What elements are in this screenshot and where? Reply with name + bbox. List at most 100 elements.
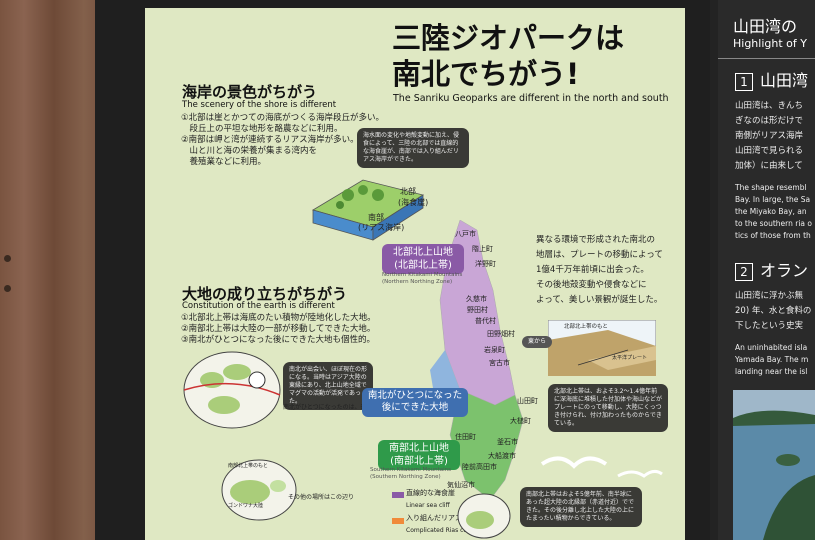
other-location-note: その他の場所はこの辺り	[288, 494, 355, 501]
shore-point: ②南部は岬と湾が連続するリアス海岸が多い。	[181, 135, 359, 145]
town-label: 洋野町	[475, 260, 496, 268]
town-label: 野田村	[467, 306, 488, 314]
north-zone-label: 北部北上山地 (北部北上帯)	[382, 244, 464, 274]
section-text: ぎなのは形だけで	[735, 116, 804, 126]
legend-cliff-swatch	[392, 492, 404, 498]
south-zone-name: 南部北上山地	[389, 443, 449, 454]
section-text-en: An uninhabited isla	[735, 343, 808, 352]
shore-point: 養殖業などに利用。	[181, 157, 267, 167]
south-label-sub: (リアス海岸)	[358, 223, 405, 232]
legend-cliff-en: Linear sea cliff	[406, 502, 450, 509]
globe-illustration	[183, 351, 281, 429]
constitution-point: ①北部北上帯は海底のたい積物が陸地化した大地。	[181, 313, 376, 323]
map-text: よって、美しい景観が誕生した。	[536, 295, 663, 305]
section-text: 20) 年、水と食料の	[735, 306, 812, 316]
section-number: 1	[735, 73, 753, 91]
town-label: 久慈市	[466, 295, 487, 303]
town-label: 岩泉町	[484, 346, 505, 354]
section-text-en: to the southern ria o	[735, 219, 812, 228]
shore-heading-en: The scenery of the shore is different	[182, 100, 337, 110]
section-number: 2	[735, 263, 753, 281]
north-belt-origin-label: 北部北上帯のもと	[564, 324, 608, 330]
constitution-heading: 大地の成り立ちがちがう	[182, 285, 348, 303]
south-zone-sub: (南部北上帯)	[390, 456, 448, 467]
east-label: 東から	[522, 336, 552, 348]
south-zone-label: 南部北上山地 (南部北上帯)	[378, 440, 460, 470]
town-label: 大槌町	[510, 417, 531, 425]
map-text: 地層は、プレートの移動によって	[536, 250, 663, 260]
sign-title: 三陸ジオパークは	[392, 21, 625, 55]
town-label: 住田町	[455, 433, 476, 441]
town-label: 宮古市	[489, 359, 510, 367]
section-text-en: Yamada Bay. The m	[735, 355, 809, 364]
map-text: 1億4千万年前頃に出会った。	[536, 265, 649, 275]
north-zone-en-sub: (Northern Northing Zone)	[382, 279, 453, 285]
bolt-icon	[4, 285, 11, 292]
town-label: 釜石市	[497, 438, 518, 446]
section-text: 下したという史実	[735, 321, 804, 331]
south-zone-en: Southern Kitakami Mountains	[370, 467, 452, 473]
section-text: 南側がリアス海岸	[735, 131, 804, 141]
section-text-en: tics of those from th	[735, 231, 811, 240]
shore-point: ①北部は崖とかつての海底がつくる海岸段丘が多い。	[181, 113, 384, 123]
constitution-note: 南北が出会い、ほぼ現在の形になる。当時はアジア大陸の東縁にあり、北上山地全域でマ…	[283, 362, 373, 411]
constitution-point: ③南北がひとつになった後にできた大地も個性的。	[181, 335, 376, 345]
plate-label: 太平洋プレート	[612, 355, 648, 361]
town-label: 陸前高田市	[462, 463, 497, 471]
south-zone-en-sub: (Southern Northing Zone)	[370, 474, 441, 480]
section-text: 加体）に由来して	[735, 161, 803, 171]
map-text: 異なる環境で形成された南北の	[536, 235, 656, 245]
town-label: 山田町	[517, 397, 538, 405]
sign-subtitle: The Sanriku Geoparks are different in th…	[393, 93, 669, 104]
section-text-en: the Miyako Bay, an	[735, 207, 807, 216]
middle-zone-name: 南北がひとつになった	[367, 390, 463, 401]
town-label: 田野畑村	[487, 330, 515, 338]
town-label: 気仙沼市	[447, 481, 475, 489]
middle-zone-label: 南北がひとつになった 後にできた大地	[362, 388, 468, 417]
sign-title-line2: 南北でちがう!	[392, 57, 580, 91]
north-zone-en: Northern Kitakami Mountains	[382, 272, 463, 278]
bay-photo	[733, 390, 815, 540]
town-label: 階上町	[472, 245, 493, 253]
right-panel-title-en: Highlight of Y	[733, 37, 807, 50]
north-label-sub: (海食崖)	[398, 198, 429, 207]
map-text: その後地殻変動や侵食などに	[536, 280, 647, 290]
right-panel-title: 山田湾の	[733, 17, 798, 36]
north-zone-name: 北部北上山地	[393, 247, 453, 258]
legend-ria-en: Complicated Rias coast	[406, 527, 477, 534]
section-text-en: Bay. In large, the Sa	[735, 195, 811, 204]
legend-ria: 入り組んだリアス海岸	[406, 514, 476, 522]
shore-heading: 海岸の景色がちがう	[182, 83, 318, 101]
shore-point: 段丘上の平坦な地形を酪農などに利用。	[181, 124, 343, 134]
coast-block-illustration	[312, 179, 424, 241]
section-title: 山田湾	[760, 71, 809, 90]
north-zone-sub: (北部北上帯)	[394, 260, 452, 271]
bolt-icon	[4, 255, 11, 262]
shore-point: 山と川と海の栄養が集まる湾内を	[181, 146, 318, 156]
plate-diagram	[548, 320, 656, 376]
north-label: 北部	[400, 187, 416, 196]
constitution-note2: 南北がひとつになったのは、恐竜がいたおよそ1.4億年前	[283, 404, 437, 411]
middle-zone-sub: 後にできた大地	[381, 402, 449, 414]
legend-ria-swatch	[392, 518, 404, 524]
section-text-en: landing near the isl	[735, 367, 808, 376]
shore-note: 海水面の変化や地殻変動に加え、侵食によって、三陸の北部では直線的な海食崖が、南部…	[357, 128, 469, 169]
section-text: 山田湾は、きんち	[735, 101, 804, 111]
constitution-point: ②南部北上帯は大陸の一部が移動してできた大地。	[181, 324, 376, 334]
section-text: 山田湾で見られる	[735, 146, 804, 156]
section-text: 山田湾に浮かぶ無	[735, 291, 804, 301]
divider	[718, 58, 815, 59]
south-label: 南部	[368, 213, 384, 222]
globe-illustration-2	[221, 459, 297, 521]
bird-icon	[540, 456, 663, 478]
south-globe-illustration	[457, 493, 511, 539]
gondwana-label: ゴンドワナ大陸	[228, 503, 264, 509]
south-belt-note: 南部北上帯はおよそ5億年前、南半球にあった超大陸の北縁部（赤道付近）でできた。そ…	[520, 487, 642, 528]
section-title: オラン	[760, 261, 809, 280]
town-label: 八戸市	[455, 230, 476, 238]
south-belt-origin-label: 南部北上帯のもと	[228, 463, 268, 469]
town-label: 大船渡市	[488, 452, 516, 460]
legend-cliff: 直線的な海食崖	[406, 489, 455, 497]
constitution-heading-en: Constitution of the earth is different	[182, 301, 335, 311]
north-belt-note: 北部北上帯は、およそ3.2〜1.4億年前に深海底に堆積した付加体や海山などがプレ…	[548, 384, 668, 433]
